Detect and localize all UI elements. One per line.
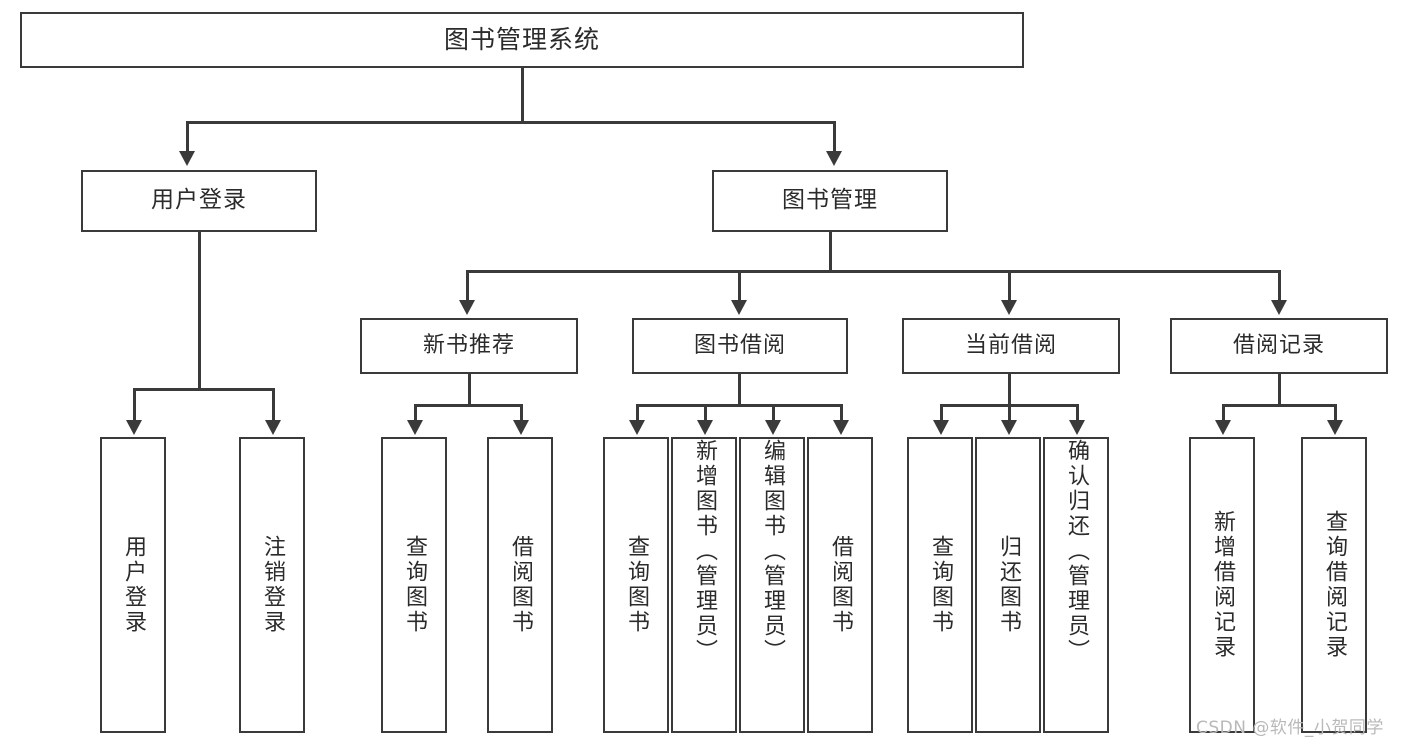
arrow-records-leaf-1 [1215, 420, 1231, 435]
node-label: 借阅记录 [1232, 332, 1325, 358]
connector-user-login-leg-1 [133, 388, 136, 420]
connector-current-borrow-leg-3 [1076, 404, 1079, 420]
connector-new-book-leg-1 [414, 404, 417, 420]
node-root-library-system[interactable]: 图书管理系统 [20, 12, 1024, 68]
connector-current-borrow-leg-2 [1008, 404, 1011, 420]
connector-user-login-leg-2 [272, 388, 275, 420]
node-label: 新书推荐 [422, 332, 515, 358]
connector-book-borrow-leg-4 [840, 404, 843, 420]
connector-book-mgmt-leg-1 [466, 270, 469, 300]
leaf-label: 借阅图书 [828, 535, 853, 635]
arrow-book-mgmt-to-current [1001, 300, 1017, 315]
connector-root-stem [521, 68, 524, 123]
arrow-user-login-leaf-1 [126, 420, 142, 435]
connector-book-borrow-bus [636, 404, 842, 407]
leaf-label: 注销登录 [260, 535, 285, 635]
node-new-book-recommend[interactable]: 新书推荐 [360, 318, 578, 374]
arrow-book-mgmt-to-new-book [459, 300, 475, 315]
leaf-query-borrow-record[interactable]: 查询借阅记录 [1301, 437, 1367, 733]
arrow-book-borrow-leaf-1 [629, 420, 645, 435]
arrow-root-to-book-mgmt [826, 151, 842, 166]
leaf-add-borrow-record[interactable]: 新增借阅记录 [1189, 437, 1255, 733]
node-label: 当前借阅 [964, 332, 1057, 358]
leaf-query-book-new[interactable]: 查询图书 [381, 437, 447, 733]
leaf-edit-book-admin[interactable]: 编辑图书（管理员） [739, 437, 805, 733]
leaf-label: 查询借阅记录 [1322, 510, 1347, 660]
leaf-query-book-current[interactable]: 查询图书 [907, 437, 973, 733]
arrow-book-borrow-leaf-4 [833, 420, 849, 435]
node-current-borrow[interactable]: 当前借阅 [902, 318, 1120, 374]
leaf-add-book-admin[interactable]: 新增图书（管理员） [671, 437, 737, 733]
leaf-confirm-return-admin[interactable]: 确认归还（管理员） [1043, 437, 1109, 733]
leaf-label: 用户登录 [121, 535, 146, 635]
leaf-borrow-book-new[interactable]: 借阅图书 [487, 437, 553, 733]
node-book-borrow[interactable]: 图书借阅 [632, 318, 848, 374]
arrow-records-leaf-2 [1327, 420, 1343, 435]
leaf-borrow-book[interactable]: 借阅图书 [807, 437, 873, 733]
connector-book-mgmt-leg-2 [738, 270, 741, 300]
arrow-book-borrow-leaf-3 [765, 420, 781, 435]
connector-root-to-user-login [186, 121, 189, 151]
node-label: 图书管理 [782, 187, 878, 214]
node-book-management[interactable]: 图书管理 [712, 170, 948, 232]
node-label: 图书管理系统 [443, 25, 600, 54]
leaf-label: 借阅图书 [508, 535, 533, 635]
connector-book-mgmt-stem [829, 232, 832, 272]
connector-book-mgmt-leg-4 [1278, 270, 1281, 300]
arrow-book-borrow-leaf-2 [697, 420, 713, 435]
connector-records-leg-1 [1222, 404, 1225, 420]
arrow-new-book-leaf-1 [407, 420, 423, 435]
arrow-current-borrow-leaf-1 [933, 420, 949, 435]
leaf-label: 新增借阅记录 [1210, 510, 1235, 660]
arrow-book-mgmt-to-borrow [731, 300, 747, 315]
leaf-label: 编辑图书（管理员） [760, 439, 785, 664]
connector-current-borrow-stem [1008, 374, 1011, 406]
connector-records-bus [1222, 404, 1336, 407]
leaf-label: 归还图书 [996, 535, 1021, 635]
leaf-label: 新增图书（管理员） [692, 439, 717, 664]
leaf-label: 确认归还（管理员） [1064, 439, 1089, 664]
connector-book-borrow-leg-3 [772, 404, 775, 420]
leaf-user-login[interactable]: 用户登录 [100, 437, 166, 733]
connector-new-book-leg-2 [520, 404, 523, 420]
connector-records-leg-2 [1334, 404, 1337, 420]
node-borrow-records[interactable]: 借阅记录 [1170, 318, 1388, 374]
connector-new-book-bus [414, 404, 522, 407]
arrow-current-borrow-leaf-3 [1069, 420, 1085, 435]
leaf-return-book[interactable]: 归还图书 [975, 437, 1041, 733]
connector-user-login-bus [133, 388, 275, 391]
arrow-current-borrow-leaf-2 [1001, 420, 1017, 435]
connector-book-mgmt-leg-3 [1008, 270, 1011, 300]
connector-root-bus [186, 121, 835, 124]
connector-book-borrow-stem [738, 374, 741, 406]
connector-records-stem [1278, 374, 1281, 406]
arrow-new-book-leaf-2 [513, 420, 529, 435]
connector-book-borrow-leg-1 [636, 404, 639, 420]
arrow-root-to-user-login [179, 151, 195, 166]
arrow-book-mgmt-to-records [1271, 300, 1287, 315]
node-user-login[interactable]: 用户登录 [81, 170, 317, 232]
leaf-label: 查询图书 [928, 535, 953, 635]
arrow-user-login-leaf-2 [265, 420, 281, 435]
leaf-label: 查询图书 [624, 535, 649, 635]
connector-root-to-book-mgmt [833, 121, 836, 151]
leaf-logout[interactable]: 注销登录 [239, 437, 305, 733]
node-label: 用户登录 [151, 187, 247, 214]
node-label: 图书借阅 [693, 332, 786, 358]
connector-book-mgmt-bus [466, 270, 1280, 273]
leaf-label: 查询图书 [402, 535, 427, 635]
leaf-query-book-borrow[interactable]: 查询图书 [603, 437, 669, 733]
connector-user-login-stem [198, 232, 201, 390]
connector-book-borrow-leg-2 [704, 404, 707, 420]
connector-new-book-stem [468, 374, 471, 406]
connector-current-borrow-leg-1 [940, 404, 943, 420]
